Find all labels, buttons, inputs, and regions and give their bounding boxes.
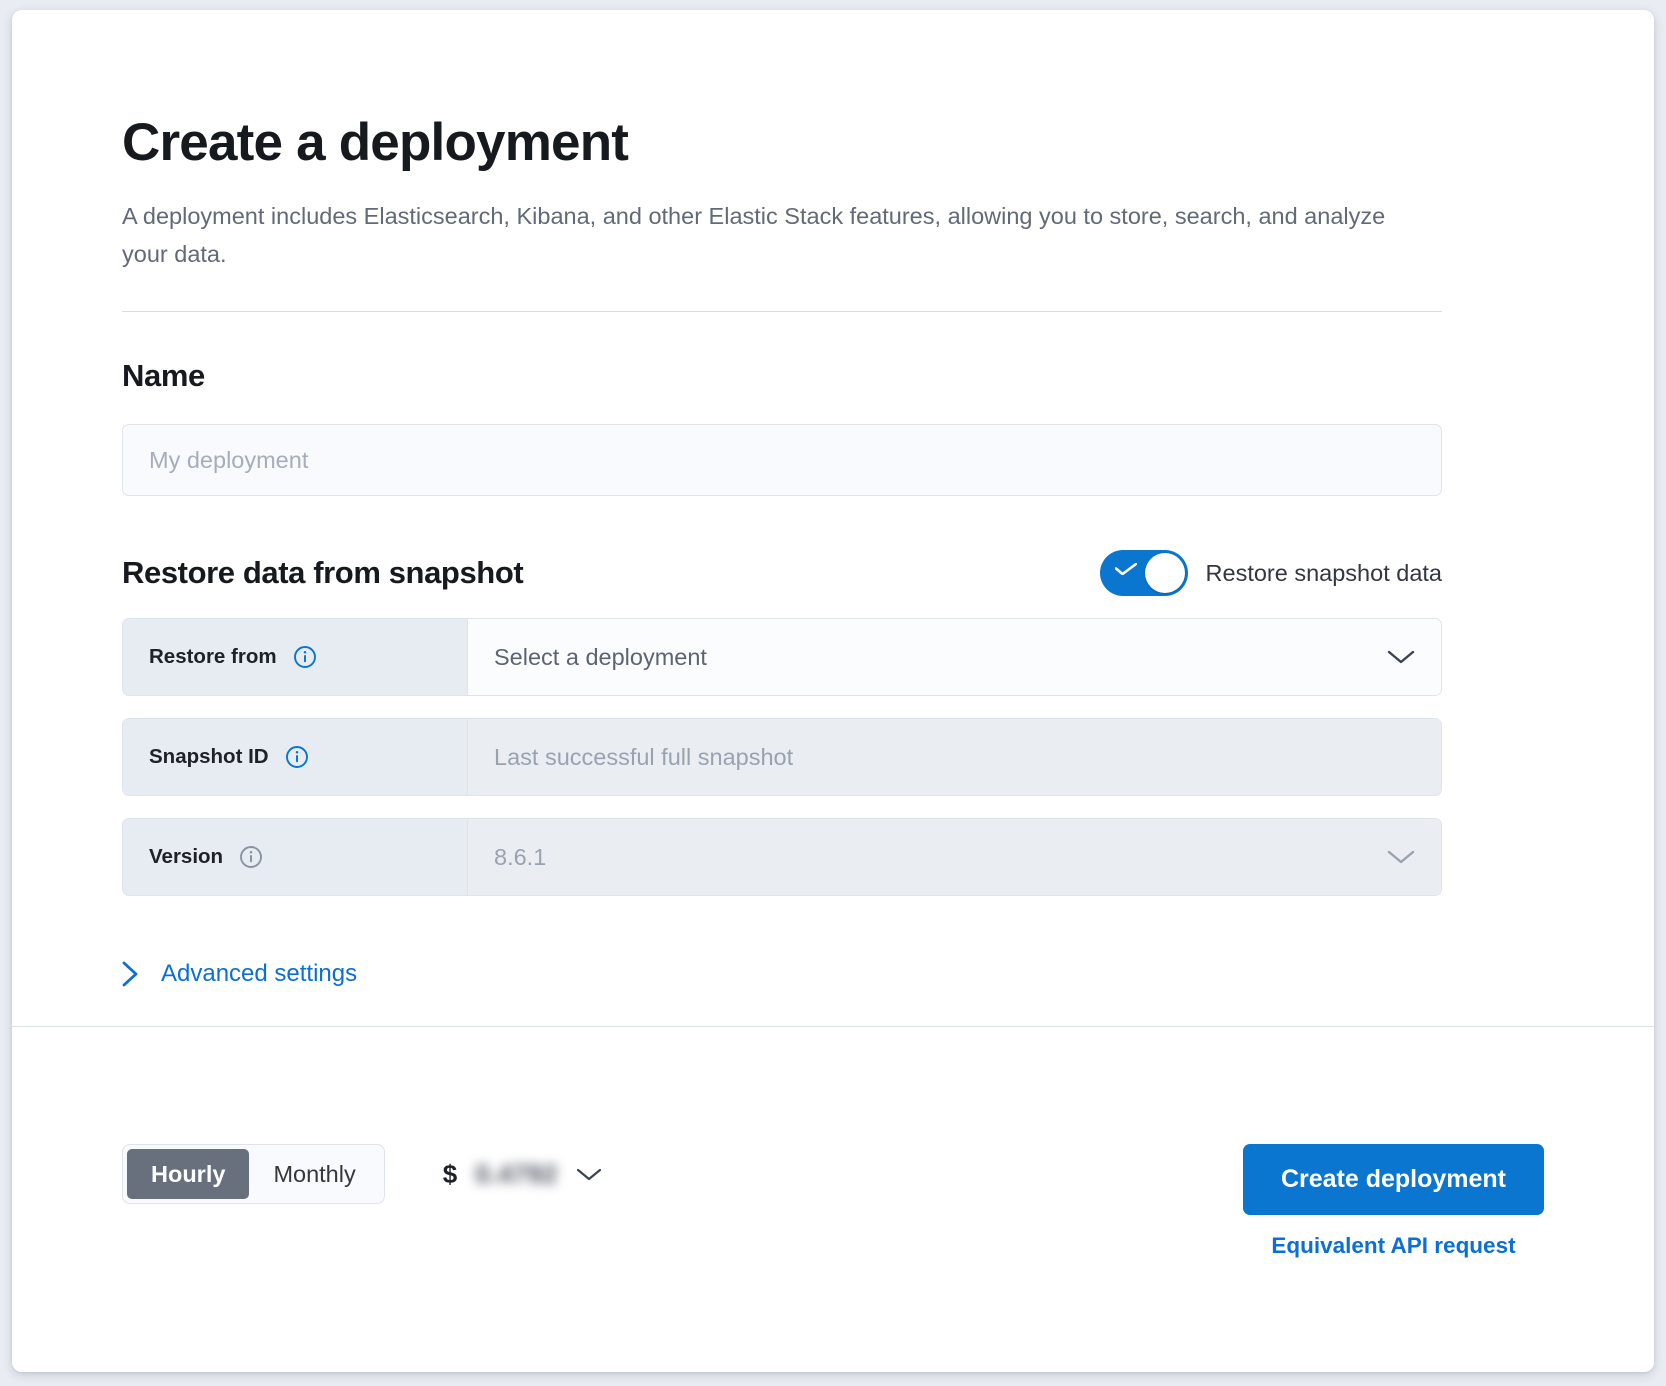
snapshot-id-label: Snapshot ID bbox=[149, 745, 269, 769]
snapshot-id-label-group: Snapshot ID bbox=[123, 719, 468, 796]
header-divider bbox=[122, 311, 1442, 313]
equivalent-api-request-link[interactable]: Equivalent API request bbox=[1271, 1233, 1516, 1258]
deployment-card: Create a deployment A deployment include… bbox=[12, 10, 1654, 1372]
restore-toggle-label: Restore snapshot data bbox=[1205, 559, 1442, 586]
snapshot-id-row[interactable]: Snapshot ID Last successful full snapsho… bbox=[122, 718, 1442, 797]
billing-period-toggle[interactable]: Hourly Monthly bbox=[122, 1144, 385, 1204]
advanced-settings-link[interactable]: Advanced settings bbox=[122, 960, 357, 988]
create-deployment-button[interactable]: Create deployment bbox=[1242, 1144, 1544, 1215]
deployment-name-placeholder: My deployment bbox=[149, 446, 309, 473]
info-circle-icon[interactable] bbox=[293, 645, 317, 669]
version-selected: 8.6.1 bbox=[494, 843, 547, 870]
check-icon bbox=[1114, 563, 1137, 576]
advanced-settings-label: Advanced settings bbox=[161, 960, 358, 988]
currency-symbol: $ bbox=[442, 1158, 458, 1189]
version-value: 8.6.1 bbox=[468, 819, 1441, 896]
restore-from-label: Restore from bbox=[149, 645, 277, 669]
version-label: Version bbox=[149, 845, 224, 869]
billing-option-hourly[interactable]: Hourly bbox=[127, 1149, 250, 1199]
footer-left: Hourly Monthly $ 0.4792 bbox=[122, 1144, 602, 1204]
form-body: Create a deployment A deployment include… bbox=[12, 10, 1654, 1090]
snapshot-id-selected: Last successful full snapshot bbox=[494, 743, 794, 770]
toggle-knob bbox=[1144, 553, 1185, 594]
snapshot-id-value: Last successful full snapshot bbox=[468, 719, 1441, 796]
chevron-down-icon bbox=[1387, 851, 1415, 864]
restore-toggle-group[interactable]: Restore snapshot data bbox=[1099, 550, 1442, 597]
page-title: Create a deployment bbox=[122, 113, 629, 172]
restore-section-header: Restore data from snapshot Restore snaps… bbox=[122, 550, 1442, 597]
chevron-down-icon[interactable] bbox=[1387, 649, 1415, 665]
restore-snapshot-toggle[interactable] bbox=[1099, 550, 1188, 597]
price-display[interactable]: $ 0.4792 bbox=[443, 1159, 602, 1190]
version-row: Version 8.6.1 bbox=[122, 818, 1442, 897]
deployment-name-input[interactable]: My deployment bbox=[122, 424, 1442, 497]
version-label-group: Version bbox=[123, 819, 468, 896]
billing-option-monthly[interactable]: Monthly bbox=[273, 1160, 356, 1187]
price-amount: 0.4792 bbox=[475, 1158, 558, 1189]
name-section: Name My deployment bbox=[122, 358, 1544, 497]
restore-from-label-group: Restore from bbox=[123, 619, 468, 696]
restore-heading: Restore data from snapshot bbox=[122, 555, 524, 591]
info-circle-icon[interactable] bbox=[239, 845, 263, 869]
page-description: A deployment includes Elasticsearch, Kib… bbox=[122, 203, 1386, 268]
footer-right: Create deployment Equivalent API request bbox=[1242, 1144, 1544, 1259]
restore-from-value[interactable]: Select a deployment bbox=[468, 619, 1441, 696]
restore-from-selected: Select a deployment bbox=[494, 643, 707, 670]
restore-from-row[interactable]: Restore from Select a deployment bbox=[122, 618, 1442, 697]
footer-bar: Hourly Monthly $ 0.4792 Create deploymen… bbox=[12, 1090, 1654, 1372]
footer-divider bbox=[12, 1026, 1654, 1028]
chevron-right-icon bbox=[122, 961, 138, 987]
info-circle-icon[interactable] bbox=[285, 745, 309, 769]
name-heading: Name bbox=[122, 358, 205, 394]
chevron-down-icon[interactable] bbox=[576, 1167, 602, 1182]
